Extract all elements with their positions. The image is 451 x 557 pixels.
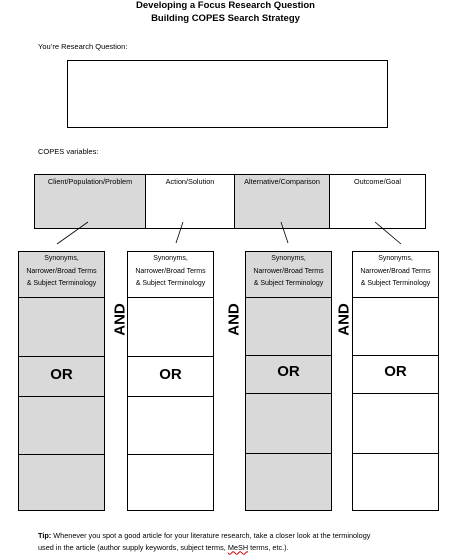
or-label: OR	[384, 363, 407, 380]
terms-column-header: Synonyms, Narrower/Broad Terms & Subject…	[128, 252, 213, 298]
connector-line-action	[175, 221, 184, 244]
term-cell[interactable]: OR	[246, 356, 331, 394]
term-cell[interactable]	[353, 454, 438, 510]
copes-action-label: Action/Solution	[165, 177, 215, 186]
and-label: AND	[111, 303, 129, 336]
terms-column-action: Synonyms, Narrower/Broad Terms & Subject…	[127, 251, 214, 511]
term-cell[interactable]	[128, 298, 213, 357]
term-cell[interactable]	[19, 298, 104, 357]
term-cell[interactable]	[19, 455, 104, 510]
or-label: OR	[277, 363, 300, 380]
terms-column-client: Synonyms, Narrower/Broad Terms & Subject…	[18, 251, 105, 511]
copes-variables-label: COPES variables:	[38, 147, 99, 156]
term-cell[interactable]: OR	[353, 356, 438, 394]
mesh-term: MeSH	[227, 542, 249, 552]
copes-outcome-box[interactable]: Outcome/Goal	[329, 174, 426, 229]
tip-text: Tip: Whenever you spot a good article fo…	[38, 531, 371, 552]
terms-column-outcome: Synonyms, Narrower/Broad Terms & Subject…	[352, 251, 439, 511]
copes-outcome-label: Outcome/Goal	[353, 177, 402, 186]
term-cell[interactable]: OR	[128, 357, 213, 397]
term-cell[interactable]: OR	[19, 357, 104, 397]
page-title: Developing a Focus Research Question	[136, 0, 315, 11]
or-label: OR	[159, 366, 182, 383]
terms-column-alternative: Synonyms, Narrower/Broad Terms & Subject…	[245, 251, 332, 511]
terms-column-header: Synonyms, Narrower/Broad Terms & Subject…	[246, 252, 331, 298]
research-question-label: You’re Research Question:	[38, 42, 128, 51]
terms-column-header: Synonyms, Narrower/Broad Terms & Subject…	[19, 252, 104, 298]
copes-client-box[interactable]: Client/Population/Problem	[34, 174, 146, 229]
terms-column-header: Synonyms, Narrower/Broad Terms & Subject…	[353, 252, 438, 298]
term-cell[interactable]	[19, 397, 104, 455]
term-cell[interactable]	[353, 298, 438, 356]
term-cell[interactable]	[128, 455, 213, 510]
term-cell[interactable]	[246, 394, 331, 454]
connector-line-outcome	[374, 221, 402, 245]
term-cell[interactable]	[246, 454, 331, 510]
term-cell[interactable]	[246, 298, 331, 356]
term-cell[interactable]	[353, 394, 438, 454]
connector-line-client	[56, 221, 89, 245]
term-cell[interactable]	[128, 397, 213, 455]
copes-client-label: Client/Population/Problem	[47, 177, 133, 186]
and-label: AND	[335, 303, 353, 336]
copes-alternative-label: Alternative/Comparison	[244, 177, 320, 186]
and-label: AND	[225, 303, 243, 336]
tip-bold-label: Tip:	[38, 531, 52, 540]
page-subtitle: Building COPES Search Strategy	[151, 13, 300, 24]
connector-line-alternative	[280, 221, 289, 244]
research-question-box[interactable]	[67, 60, 388, 128]
or-label: OR	[50, 366, 73, 383]
